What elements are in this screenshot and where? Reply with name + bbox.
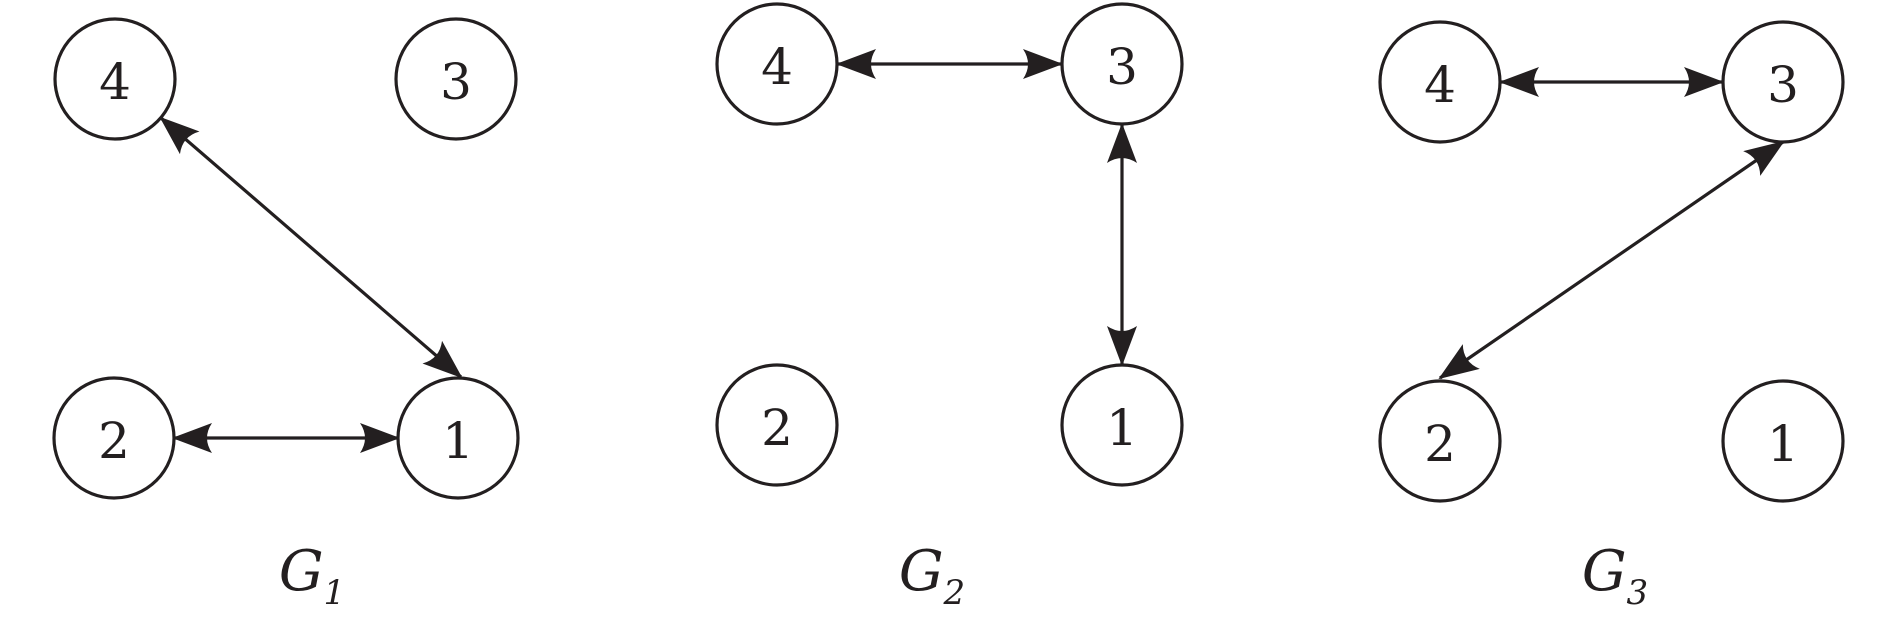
node-g1-1: 1 [396, 376, 520, 500]
node-circle [53, 17, 177, 141]
graph-3: 4 3 2 1 G3 [1378, 20, 1845, 613]
node-g2-3: 3 [1060, 2, 1184, 126]
node-g2-4: 4 [715, 2, 839, 126]
graph-1: 4 3 2 1 G1 [52, 17, 520, 613]
node-label: 1 [442, 412, 474, 470]
node-g3-3: 3 [1721, 20, 1845, 144]
node-circle [1378, 20, 1502, 144]
node-circle [1060, 363, 1184, 487]
node-g2-1: 1 [1060, 363, 1184, 487]
node-circle [394, 17, 518, 141]
node-g3-4: 4 [1378, 20, 1502, 144]
node-g1-2: 2 [52, 376, 176, 500]
node-label: 3 [440, 53, 472, 111]
node-label: 4 [1424, 56, 1456, 114]
graph-title-subscript: 2 [943, 573, 966, 613]
node-label: 3 [1106, 38, 1138, 96]
node-circle [1378, 379, 1502, 503]
node-label: 1 [1106, 399, 1138, 457]
node-circle [1721, 20, 1845, 144]
node-circle [396, 376, 520, 500]
node-label: 3 [1767, 56, 1799, 114]
node-g1-4: 4 [53, 17, 177, 141]
node-circle [1721, 379, 1845, 503]
node-circle [1060, 2, 1184, 126]
node-label: 4 [99, 53, 131, 111]
graph-title-letter: G [899, 539, 944, 604]
node-label: 1 [1767, 415, 1799, 473]
graph-title-subscript: 1 [324, 573, 346, 613]
graph-title-subscript: 3 [1627, 573, 1649, 613]
node-label: 2 [761, 399, 793, 457]
node-g2-2: 2 [715, 363, 839, 487]
graph-title: G2 [899, 539, 965, 613]
node-circle [52, 376, 176, 500]
graph-title: G1 [279, 539, 345, 613]
graph-2: 4 3 2 1 G2 [715, 2, 1184, 613]
graph-title: G3 [1582, 539, 1648, 613]
node-label: 2 [1424, 415, 1456, 473]
node-g3-2: 2 [1378, 379, 1502, 503]
node-g1-3: 3 [394, 17, 518, 141]
graph-title-letter: G [279, 539, 324, 604]
edge-g1-4-1 [159, 116, 463, 379]
node-circle [715, 363, 839, 487]
edge-g3-3-2 [1438, 140, 1785, 380]
node-label: 2 [98, 412, 130, 470]
graph-title-letter: G [1582, 539, 1627, 604]
node-g3-1: 1 [1721, 379, 1845, 503]
node-circle [715, 2, 839, 126]
node-label: 4 [761, 38, 793, 96]
